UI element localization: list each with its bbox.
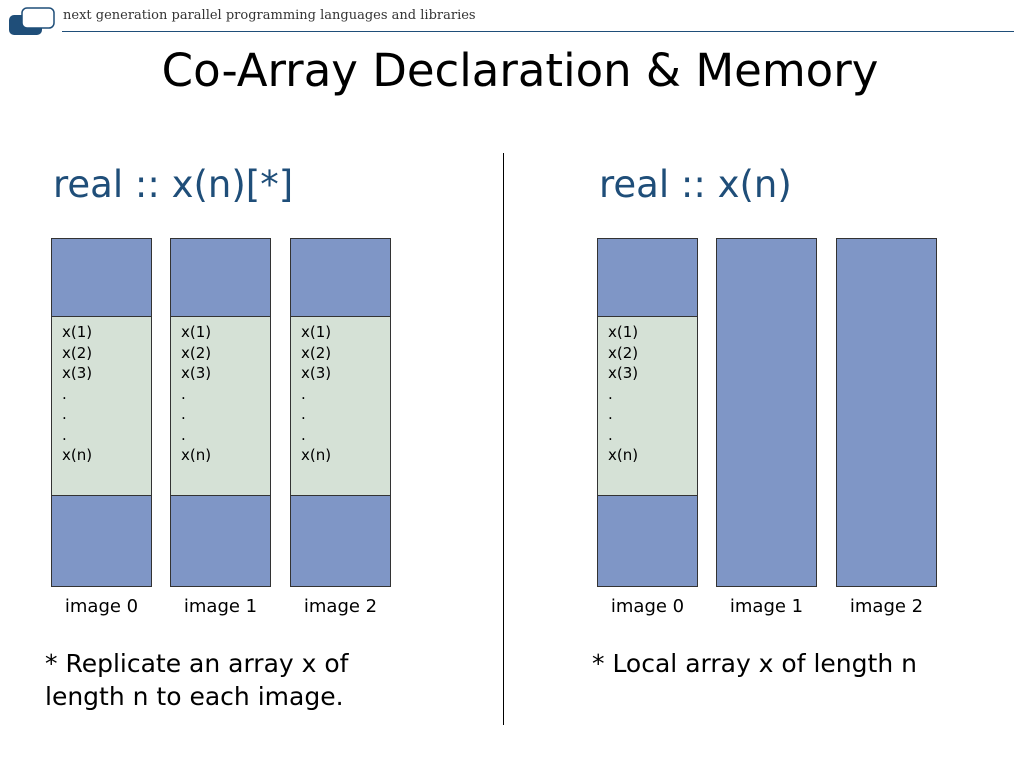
array-entry: . xyxy=(62,384,67,403)
array-entry: x(3) xyxy=(301,364,332,382)
array-block: x(1) x(2) x(3)... x(n) xyxy=(52,316,151,496)
memory-column-left-image-1: x(1) x(2) x(3)... x(n) xyxy=(170,238,271,587)
array-entry: . xyxy=(608,384,613,403)
array-entry: x(1) xyxy=(608,323,639,341)
array-entry: x(2) xyxy=(301,343,332,362)
array-entry: x(3) xyxy=(608,364,639,382)
array-block: x(1) x(2) x(3)... x(n) xyxy=(291,316,390,496)
array-entry: . xyxy=(608,425,613,444)
slide-title: Co-Array Declaration & Memory xyxy=(161,44,879,97)
array-entry: x(n) xyxy=(608,446,639,464)
array-entry: . xyxy=(181,384,186,403)
array-entry: x(3) xyxy=(62,364,93,382)
left-code-heading: real :: x(n)[*] xyxy=(53,163,294,206)
array-entry: x(2) xyxy=(62,343,93,362)
array-entry: . xyxy=(62,405,67,423)
array-entry: x(n) xyxy=(62,446,93,464)
array-entry: x(1) xyxy=(301,323,332,341)
array-entry: x(n) xyxy=(181,446,212,464)
array-entry: . xyxy=(181,405,186,423)
left-caption: * Replicate an array x of length n to ea… xyxy=(45,647,348,713)
image-label: image 2 xyxy=(849,596,924,617)
caption-line: length n to each image. xyxy=(45,682,344,711)
array-entry: . xyxy=(181,425,186,444)
array-block: x(1) x(2) x(3)... x(n) xyxy=(598,316,697,496)
array-entry: x(2) xyxy=(181,343,212,362)
memory-column-left-image-2: x(1) x(2) x(3)... x(n) xyxy=(290,238,391,587)
array-entry: . xyxy=(301,384,306,403)
array-entry: . xyxy=(62,425,67,444)
right-code-heading: real :: x(n) xyxy=(599,163,792,206)
memory-column-right-image-2 xyxy=(836,238,937,587)
array-entry: x(1) xyxy=(181,323,212,341)
header-logo-icon xyxy=(9,7,55,35)
caption-line: * Replicate an array x of xyxy=(45,649,349,678)
array-block: x(1) x(2) x(3)... x(n) xyxy=(171,316,270,496)
header-rule xyxy=(62,31,1014,32)
header-text: next generation parallel programming lan… xyxy=(63,8,476,23)
image-label: image 1 xyxy=(729,596,804,617)
image-label: image 0 xyxy=(64,596,139,617)
memory-column-left-image-0: x(1) x(2) x(3)... x(n) xyxy=(51,238,152,587)
array-entry: x(3) xyxy=(181,364,212,382)
array-entry: . xyxy=(301,425,306,444)
memory-column-right-image-0: x(1) x(2) x(3)... x(n) xyxy=(597,238,698,587)
array-entry: x(n) xyxy=(301,446,332,464)
array-entry: x(2) xyxy=(608,343,639,362)
array-entry: . xyxy=(301,405,306,423)
image-label: image 1 xyxy=(183,596,258,617)
memory-column-right-image-1 xyxy=(716,238,817,587)
array-entry: . xyxy=(608,405,613,423)
image-label: image 0 xyxy=(610,596,685,617)
right-caption: * Local array x of length n xyxy=(592,647,917,680)
panel-divider xyxy=(503,153,504,725)
image-label: image 2 xyxy=(303,596,378,617)
array-entry: x(1) xyxy=(62,323,93,341)
caption-line: * Local array x of length n xyxy=(592,649,917,678)
